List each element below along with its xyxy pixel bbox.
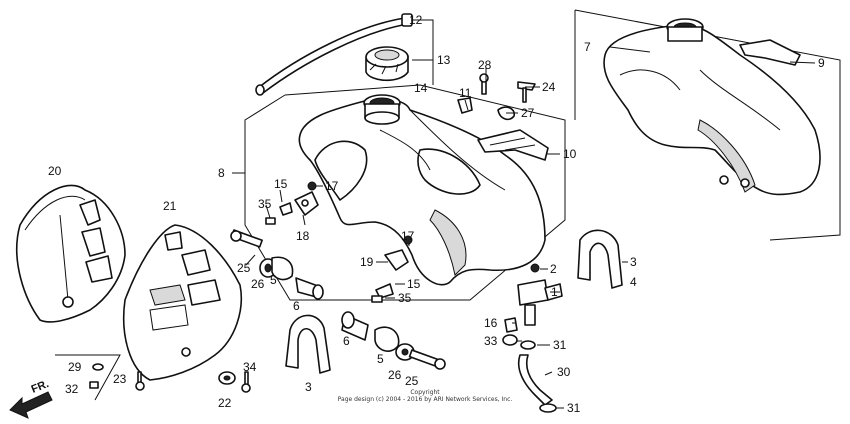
- hardware-box: [55, 354, 121, 401]
- tank-strap-left: [285, 314, 331, 374]
- callout-3b: 3: [305, 380, 312, 394]
- tank-strap-right: [577, 229, 623, 289]
- front-direction-arrow: [9, 391, 53, 419]
- tank-mount-left: [230, 229, 324, 300]
- callout-17a: 17: [325, 179, 339, 193]
- fuel-cap: [365, 46, 409, 82]
- callout-3a: 3: [630, 255, 637, 269]
- callout-25b: 25: [405, 374, 419, 388]
- callout-6a: 6: [293, 299, 300, 313]
- callout-35b: 35: [398, 291, 412, 305]
- callout-32: 32: [65, 382, 79, 396]
- callout-5b: 5: [377, 352, 384, 366]
- callout-11: 11: [459, 86, 472, 100]
- tank-mount-right: [341, 311, 446, 370]
- callout-10: 10: [563, 147, 577, 161]
- callout-26b: 26: [388, 368, 402, 382]
- hardware-29-32: [89, 363, 104, 389]
- callout-25a: 25: [237, 261, 251, 275]
- callout-15b: 15: [407, 277, 421, 291]
- callout-14: 14: [414, 81, 428, 95]
- callout-27: 27: [521, 106, 535, 120]
- callout-26a: 26: [251, 277, 265, 291]
- callout-19: 19: [360, 255, 374, 269]
- callout-34: 34: [243, 360, 257, 374]
- callout-6b: 6: [343, 334, 350, 348]
- callout-23: 23: [113, 372, 127, 386]
- fuel-line: [517, 354, 557, 413]
- callout-24: 24: [542, 80, 556, 94]
- callout-33: 33: [484, 334, 498, 348]
- callout-12: 12: [409, 13, 423, 27]
- callout-31b: 31: [567, 401, 581, 415]
- tank-bracket-alt: [739, 39, 801, 66]
- callout-4: 4: [630, 275, 637, 289]
- callout-5a: 5: [270, 273, 277, 287]
- callout-9: 9: [818, 56, 825, 70]
- callout-20: 20: [48, 164, 62, 178]
- callout-31a: 31: [553, 338, 567, 352]
- callout-1: 1: [551, 285, 558, 299]
- callout-29: 29: [68, 360, 82, 374]
- tank-bracket: [477, 129, 549, 161]
- breather-hose: [255, 13, 413, 96]
- copyright-line1: Copyright: [410, 389, 440, 396]
- side-cover-20: [16, 184, 126, 323]
- callout-16: 16: [484, 316, 498, 330]
- callout-28: 28: [478, 58, 492, 72]
- callout-13: 13: [437, 53, 451, 67]
- callout-35a: 35: [258, 197, 272, 211]
- tank-mount-hardware: [265, 181, 413, 303]
- leader-lines: [232, 19, 816, 409]
- fuel-valve: [502, 263, 563, 350]
- callout-30: 30: [557, 365, 571, 379]
- side-cover-21: [122, 224, 243, 381]
- callout-labels: 1 2 3 3 4 5 5 6 6 7 8 9 10 11 12 13 14 1…: [48, 13, 825, 415]
- side-cover-hardware: [135, 371, 251, 393]
- copyright-line2: Page design (c) 2004 - 2016 by ARI Netwo…: [338, 396, 513, 403]
- callout-18: 18: [296, 229, 310, 243]
- callout-21: 21: [163, 199, 177, 213]
- callout-8: 8: [218, 166, 225, 180]
- callout-22: 22: [218, 396, 232, 410]
- callout-15a: 15: [274, 177, 288, 191]
- callout-17b: 17: [401, 229, 415, 243]
- tank-bracket-hardware: [457, 73, 536, 121]
- callout-2: 2: [550, 262, 557, 276]
- callout-7: 7: [584, 40, 591, 54]
- fuel-tank-alternate: [603, 18, 821, 196]
